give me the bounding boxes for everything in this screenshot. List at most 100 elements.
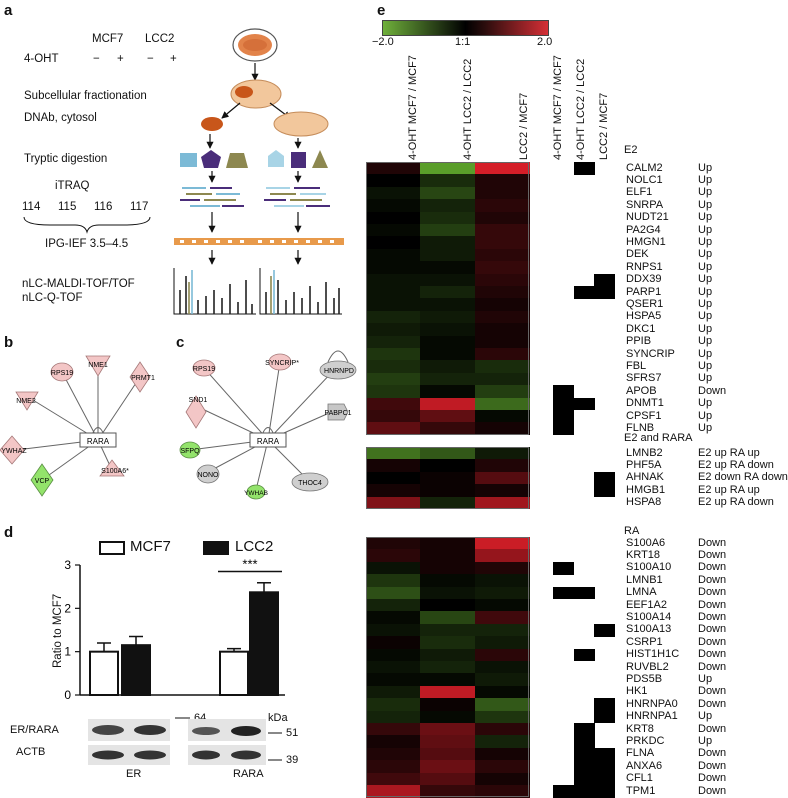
node-label: SFPQ (180, 448, 200, 455)
gene-label: S100A14 (626, 610, 672, 623)
heatmap-cell (475, 360, 530, 374)
heatmap-cell (366, 698, 421, 712)
heatmap-cell (366, 459, 421, 473)
regulation-label: Up (698, 285, 713, 298)
gene-label: PARP1 (626, 285, 662, 298)
regulation-label: Up (698, 372, 713, 385)
heatmap-cell (475, 636, 530, 650)
significance-mark (574, 747, 595, 761)
heatmap-cell (475, 661, 530, 674)
gene-label: PA2G4 (626, 223, 661, 236)
group-label-er: ER (126, 768, 142, 780)
treat-mark: − (147, 53, 154, 65)
heatmap-cell (420, 735, 475, 749)
significance-mark (574, 162, 595, 175)
heatmap-cell (420, 537, 475, 550)
gene-label: PRKDC (626, 734, 665, 747)
itraq-tag: 116 (94, 201, 113, 213)
heatmap-cell (475, 162, 530, 175)
node-label: YWHAB (244, 490, 268, 497)
node-prmt1 (129, 361, 151, 393)
heatmap-cell (420, 648, 475, 662)
gene-label: LMNB2 (626, 446, 663, 459)
gene-label: FBL (626, 359, 647, 372)
heatmap-cell (475, 785, 530, 798)
heatmap-cell (420, 323, 475, 337)
significance-mark (574, 397, 595, 411)
node-hnrnpd (319, 360, 357, 380)
regulation-label: Down (698, 623, 727, 636)
regulation-label: Down (698, 784, 727, 797)
node-label: RPS19 (193, 366, 215, 373)
regulation-label: E2 up RA up (698, 446, 760, 459)
western-blot (88, 717, 282, 765)
heatmap-cell (366, 236, 421, 250)
regulation-label: Up (698, 186, 713, 199)
heatmap-cell (475, 561, 530, 575)
blot-label-er-rara: ER/RARA (10, 724, 59, 736)
node-snd1 (185, 395, 207, 429)
regulation-label: Up (698, 173, 713, 186)
significance-mark (574, 586, 595, 600)
gene-label: PHF5A (626, 458, 662, 471)
heatmap-cell (420, 772, 475, 786)
heatmap-cell (420, 710, 475, 724)
band (134, 725, 166, 735)
regulation-label: Down (698, 635, 727, 648)
heatmap-cell (420, 174, 475, 188)
regulation-label: Down (698, 573, 727, 586)
heatmap-cell (420, 397, 475, 411)
heatmap-cell (366, 199, 421, 213)
node-label: S100A6* (101, 468, 129, 475)
gene-label: NUDT21 (626, 211, 669, 224)
heatmap-cell (475, 410, 530, 423)
node-rps19 (192, 359, 216, 377)
regulation-label: Down (698, 747, 727, 760)
node-label: YWHAZ (1, 448, 27, 455)
itraq-tag: 117 (130, 201, 149, 213)
heatmap-cell (475, 611, 530, 625)
label-lcc2: LCC2 (145, 33, 175, 45)
heatmap-cell (420, 471, 475, 485)
treat-mark: + (170, 53, 177, 65)
heatmap-cell (366, 422, 421, 436)
node-pabpc1 (327, 403, 349, 421)
heatmap-cell (366, 484, 421, 498)
kda-label: kDa (268, 712, 288, 724)
significance-mark (574, 735, 595, 749)
gene-label: DNMT1 (626, 397, 664, 410)
node-rara-hub (249, 432, 287, 448)
network-c: RARA RPS19 SYNCRIP* HNRNPD SND1 PABPC1 S… (179, 350, 357, 500)
node-label: THOC4 (298, 480, 322, 487)
heatmap-cell (475, 335, 530, 349)
gene-label: FLNB (626, 421, 655, 434)
legend-label-mcf7: MCF7 (130, 538, 171, 555)
regulation-label: E2 up RA down (698, 458, 774, 471)
heatmap-cell (420, 496, 475, 510)
node-label: PRMT1 (131, 375, 155, 382)
gene-label: S100A13 (626, 623, 672, 636)
significance-mark (594, 484, 615, 498)
blot-actb-bg (88, 745, 170, 765)
gene-label: PPIB (626, 335, 652, 348)
scale-max: 2.0 (537, 36, 553, 48)
heatmap-cell (366, 661, 421, 674)
heatmap-cell (475, 372, 530, 386)
band (134, 750, 166, 760)
significance-mark (553, 561, 574, 575)
heatmap-cell (475, 484, 530, 498)
heatmap-cell (420, 248, 475, 262)
heatmap-cell (475, 397, 530, 411)
heatmap-cell (366, 537, 421, 550)
regulation-label: Up (698, 211, 713, 224)
y-tick-label: 3 (64, 558, 71, 572)
gene-label: HMGN1 (626, 235, 666, 248)
node-s100a6 (99, 459, 125, 477)
heatmap-cell (420, 224, 475, 237)
panel-label-d: d (4, 524, 14, 541)
node-sfpq (179, 441, 201, 459)
node-syncrip (268, 353, 292, 371)
heatmap-cell (420, 661, 475, 674)
step-fractionation: Subcellular fractionation (24, 90, 147, 102)
